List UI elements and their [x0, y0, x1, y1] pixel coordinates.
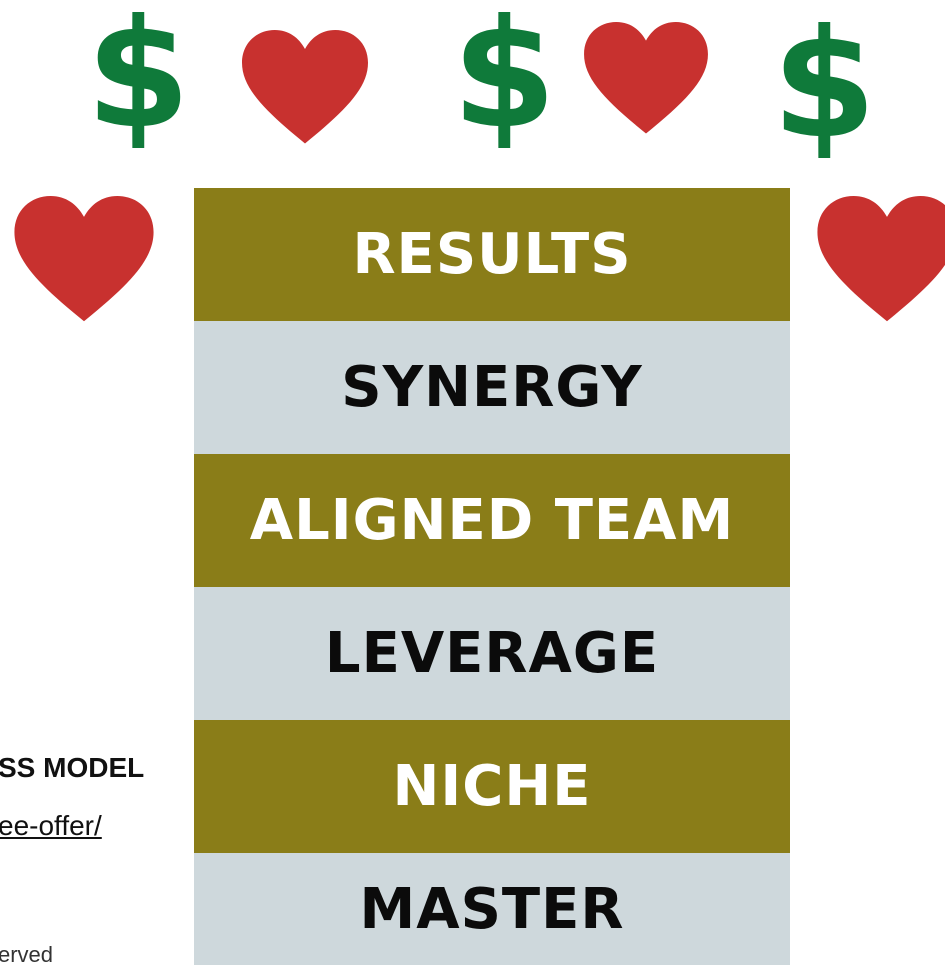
- band-results: RESULTS: [194, 188, 790, 321]
- band-label: MASTER: [359, 876, 625, 942]
- band-label: NICHE: [392, 754, 592, 819]
- band-synergy: SYNERGY: [194, 321, 790, 454]
- band-label: SYNERGY: [341, 355, 643, 420]
- side-title: SS MODEL: [0, 752, 145, 783]
- side-link[interactable]: ee-offer/: [0, 810, 102, 841]
- pyramid-stack: RESULTS SYNERGY ALIGNED TEAM LEVERAGE NI…: [194, 188, 790, 965]
- band-niche: NICHE: [194, 720, 790, 853]
- side-footer: erved: [0, 942, 54, 967]
- band-leverage: LEVERAGE: [194, 587, 790, 720]
- band-label: LEVERAGE: [324, 621, 660, 686]
- band-master: MASTER: [194, 853, 790, 965]
- heart-icon: [817, 196, 945, 324]
- dollar-icon: $: [86, 0, 191, 162]
- dollar-icon: $: [772, 0, 877, 172]
- band-aligned-team: ALIGNED TEAM: [194, 454, 790, 587]
- band-label: RESULTS: [352, 222, 632, 287]
- heart-icon: [242, 30, 368, 146]
- heart-icon: [14, 196, 154, 324]
- heart-icon: [584, 22, 708, 136]
- dollar-icon: $: [452, 0, 557, 162]
- band-label: ALIGNED TEAM: [249, 488, 735, 553]
